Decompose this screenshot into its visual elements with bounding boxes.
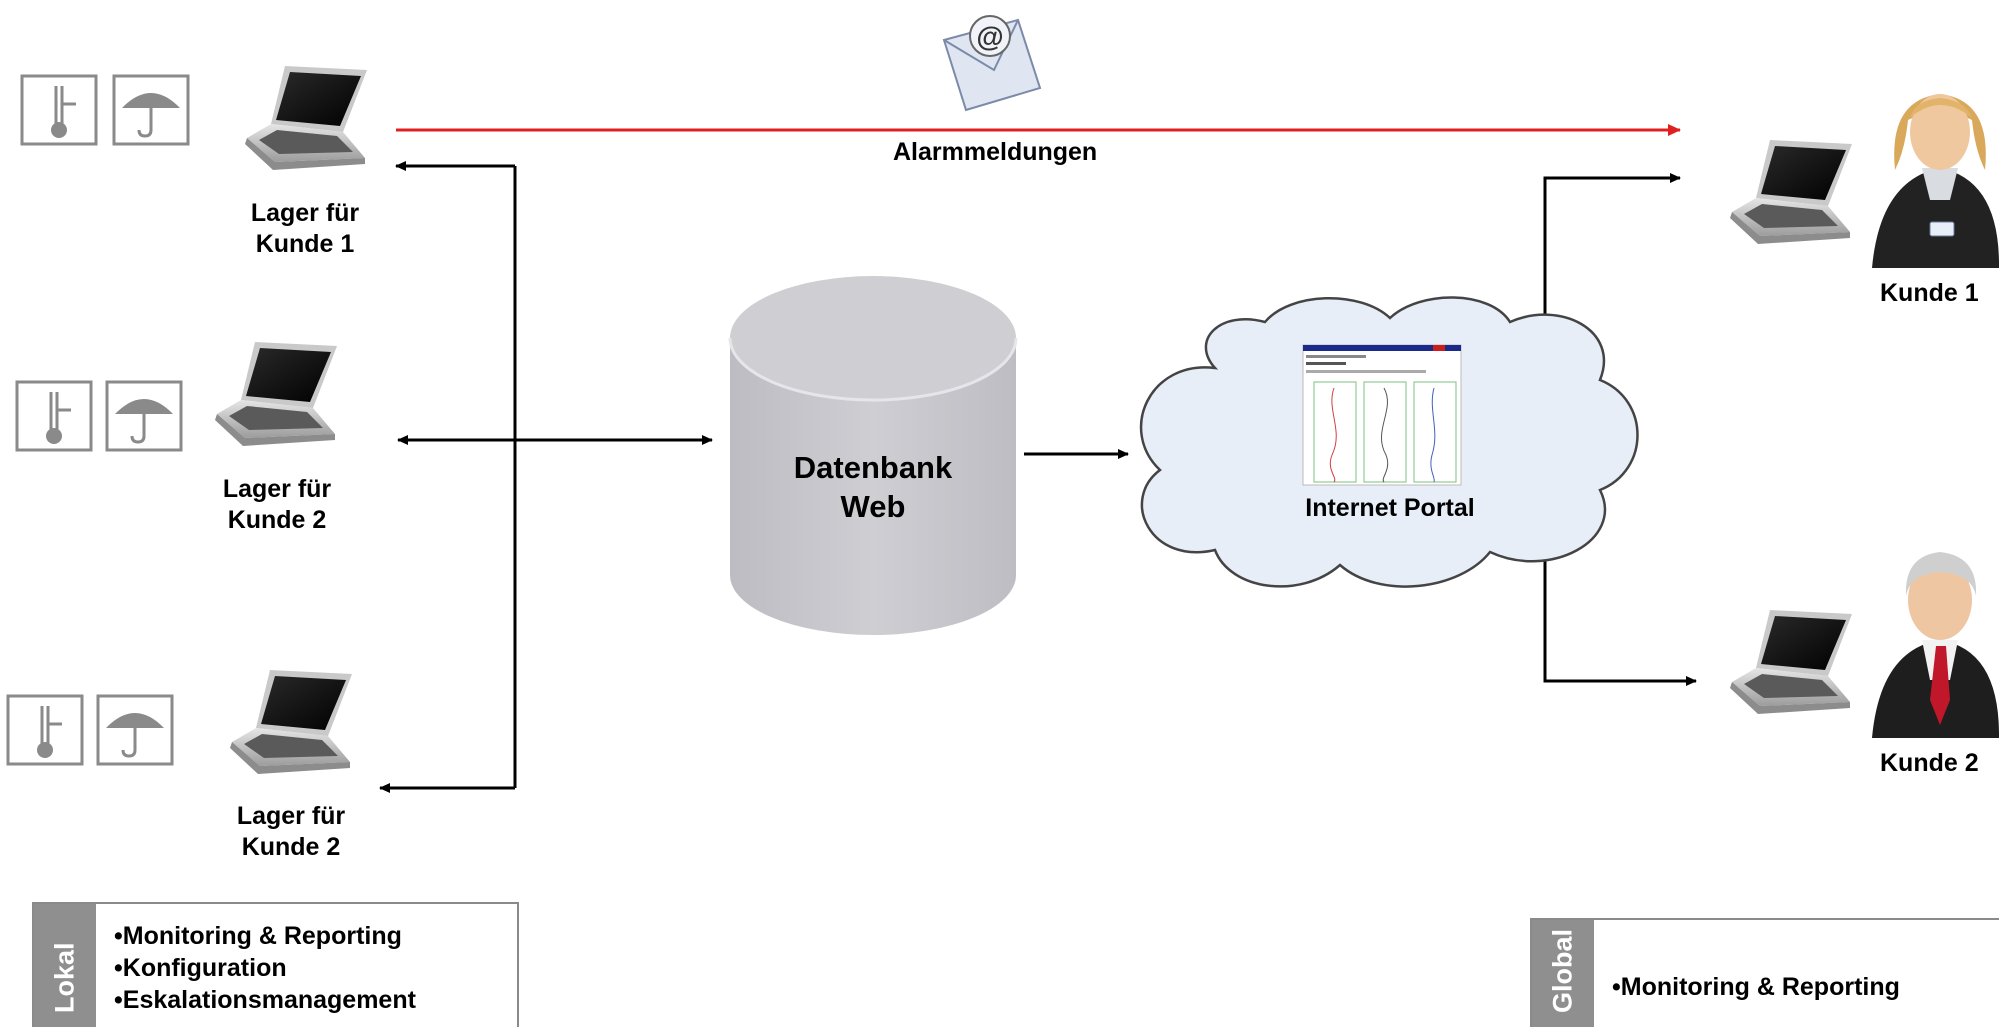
global-panel-tab-label: Global <box>1547 928 1578 1013</box>
list-item: Konfiguration <box>114 952 416 984</box>
warehouse-2-sensors <box>15 380 183 452</box>
global-panel-list: Monitoring & Reporting <box>1612 971 1900 1003</box>
internet-cloud <box>1139 296 1639 588</box>
global-panel-tab: Global <box>1532 920 1594 1027</box>
thermometer-icon <box>20 74 98 146</box>
local-panel-tab: Lokal <box>34 904 96 1027</box>
email-icon: @ <box>942 15 1042 112</box>
warehouse-2-line2: Kunde 2 <box>227 506 327 534</box>
warehouse-3-line1: Lager für <box>236 802 346 830</box>
warehouse-3-sensors <box>6 694 174 766</box>
local-panel: Lokal Monitoring & Reporting Konfigurati… <box>32 902 519 1027</box>
warehouse-1-label: Lager für Kunde 1 <box>240 198 370 260</box>
kunde-2-person-icon <box>1872 552 1999 738</box>
warehouse-1-laptop-icon <box>245 66 367 170</box>
database-cylinder <box>728 276 1018 635</box>
alarm-label: Alarmmeldungen <box>893 138 1098 166</box>
kunde-2-laptop-icon <box>1730 610 1852 714</box>
warehouse-2-laptop-icon <box>215 342 337 446</box>
portal-label: Internet Portal <box>1305 494 1475 522</box>
portal-screenshot <box>1302 344 1462 486</box>
warehouse-1-line2: Kunde 1 <box>255 230 355 258</box>
thermometer-icon <box>6 694 84 766</box>
database-line2: Web <box>840 489 906 524</box>
global-panel: Global Monitoring & Reporting <box>1530 918 1999 1027</box>
database-line1: Datenbank <box>793 450 953 485</box>
kunde-1-laptop-icon <box>1730 140 1852 244</box>
kunde-1-person-icon <box>1872 94 1999 268</box>
umbrella-icon <box>105 380 183 452</box>
umbrella-icon <box>112 74 190 146</box>
list-item: Monitoring & Reporting <box>114 920 416 952</box>
thermometer-icon <box>15 380 93 452</box>
warehouse-2-line1: Lager für <box>222 475 332 503</box>
warehouse-3-line2: Kunde 2 <box>241 833 341 861</box>
list-item: Eskalationsmanagement <box>114 984 416 1016</box>
svg-text:@: @ <box>976 21 1003 52</box>
warehouse-2-label: Lager für Kunde 2 <box>212 474 342 536</box>
list-item: Monitoring & Reporting <box>1612 971 1900 1003</box>
warehouse-1-sensors <box>20 74 190 146</box>
warehouse-3-laptop-icon <box>230 670 352 774</box>
kunde-2-label: Kunde 2 <box>1880 749 1979 777</box>
local-panel-tab-label: Lokal <box>49 942 80 1013</box>
arrow-portal-to-kunde-1 <box>1543 173 1681 330</box>
local-panel-list: Monitoring & Reporting Konfiguration Esk… <box>114 920 416 1016</box>
database-label: Datenbank Web <box>773 448 973 526</box>
arrow-portal-to-kunde-2 <box>1543 545 1697 686</box>
kunde-1-label: Kunde 1 <box>1880 279 1979 307</box>
umbrella-icon <box>96 694 174 766</box>
warehouse-3-label: Lager für Kunde 2 <box>226 801 356 863</box>
warehouse-1-line1: Lager für <box>250 199 360 227</box>
